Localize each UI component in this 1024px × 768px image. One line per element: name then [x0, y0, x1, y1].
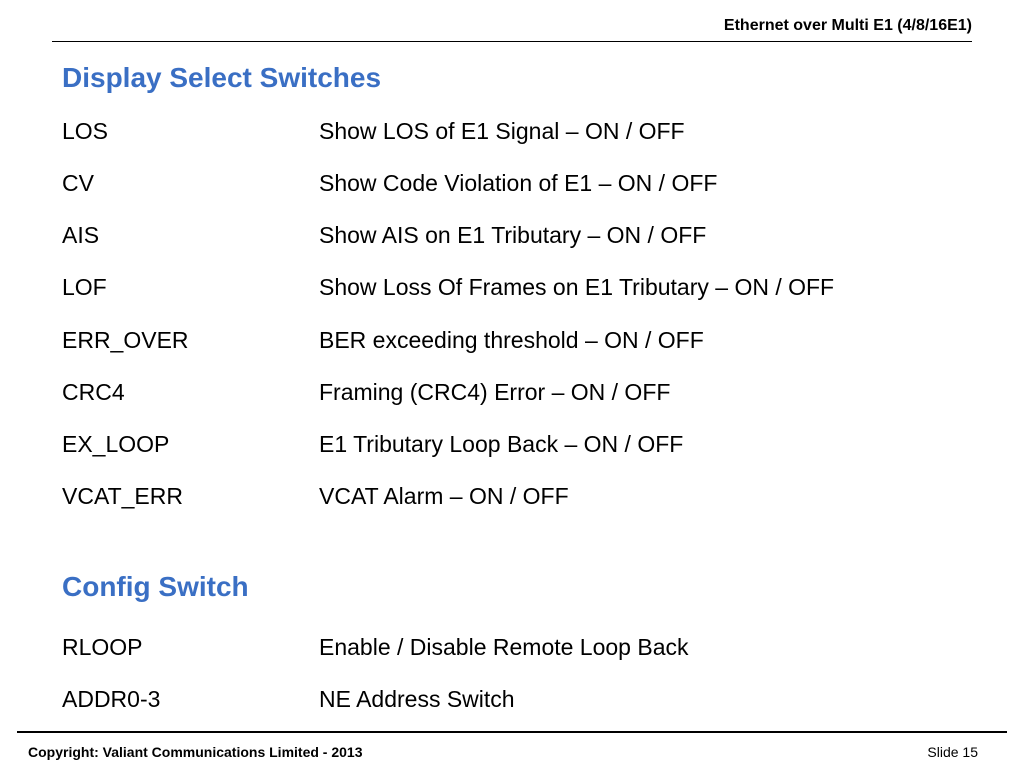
switch-term: RLOOP	[62, 634, 143, 660]
switch-term: CRC4	[62, 379, 125, 405]
display-section-heading: Display Select Switches	[62, 62, 382, 93]
switch-description: Show Loss Of Frames on E1 Tributary – ON…	[319, 274, 835, 300]
switch-description: E1 Tributary Loop Back – ON / OFF	[319, 431, 684, 457]
switch-description: Framing (CRC4) Error – ON / OFF	[319, 379, 671, 405]
switch-term: LOS	[62, 118, 109, 144]
switch-description: Show LOS of E1 Signal – ON / OFF	[319, 118, 685, 144]
switch-row-los: LOS Show LOS of E1 Signal – ON / OFF	[62, 116, 962, 146]
header-divider	[52, 41, 972, 42]
switch-description: BER exceeding threshold – ON / OFF	[319, 327, 704, 353]
switch-row-ais: AIS Show AIS on E1 Tributary – ON / OFF	[62, 220, 962, 250]
switch-row-vcat-err: VCAT_ERR VCAT Alarm – ON / OFF	[62, 481, 962, 511]
switch-term: VCAT_ERR	[62, 483, 183, 509]
footer-divider	[17, 731, 1007, 733]
footer-copyright: Copyright: Valiant Communications Limite…	[28, 744, 363, 760]
switch-term: AIS	[62, 222, 100, 248]
switch-description: VCAT Alarm – ON / OFF	[319, 483, 569, 509]
switch-term: ERR_OVER	[62, 327, 189, 353]
switch-description: Enable / Disable Remote Loop Back	[319, 634, 689, 660]
switch-row-rloop: RLOOP Enable / Disable Remote Loop Back	[62, 632, 962, 662]
switch-description: NE Address Switch	[319, 686, 515, 712]
switch-term: LOF	[62, 274, 107, 300]
switch-description: Show AIS on E1 Tributary – ON / OFF	[319, 222, 707, 248]
switch-term: CV	[62, 170, 94, 196]
switch-term: EX_LOOP	[62, 431, 170, 457]
switch-row-crc4: CRC4 Framing (CRC4) Error – ON / OFF	[62, 377, 962, 407]
switch-description: Show Code Violation of E1 – ON / OFF	[319, 170, 718, 196]
config-section-heading: Config Switch	[62, 571, 249, 602]
switch-term: ADDR0-3	[62, 686, 161, 712]
slide-number: Slide 15	[927, 744, 978, 760]
switch-row-lof: LOF Show Loss Of Frames on E1 Tributary …	[62, 272, 962, 302]
switch-row-addr: ADDR0-3 NE Address Switch	[62, 684, 962, 714]
switch-row-ex-loop: EX_LOOP E1 Tributary Loop Back – ON / OF…	[62, 429, 962, 459]
switch-row-cv: CV Show Code Violation of E1 – ON / OFF	[62, 168, 962, 198]
slide-header-title: Ethernet over Multi E1 (4/8/16E1)	[723, 17, 972, 34]
switch-row-err-over: ERR_OVER BER exceeding threshold – ON / …	[62, 325, 962, 355]
